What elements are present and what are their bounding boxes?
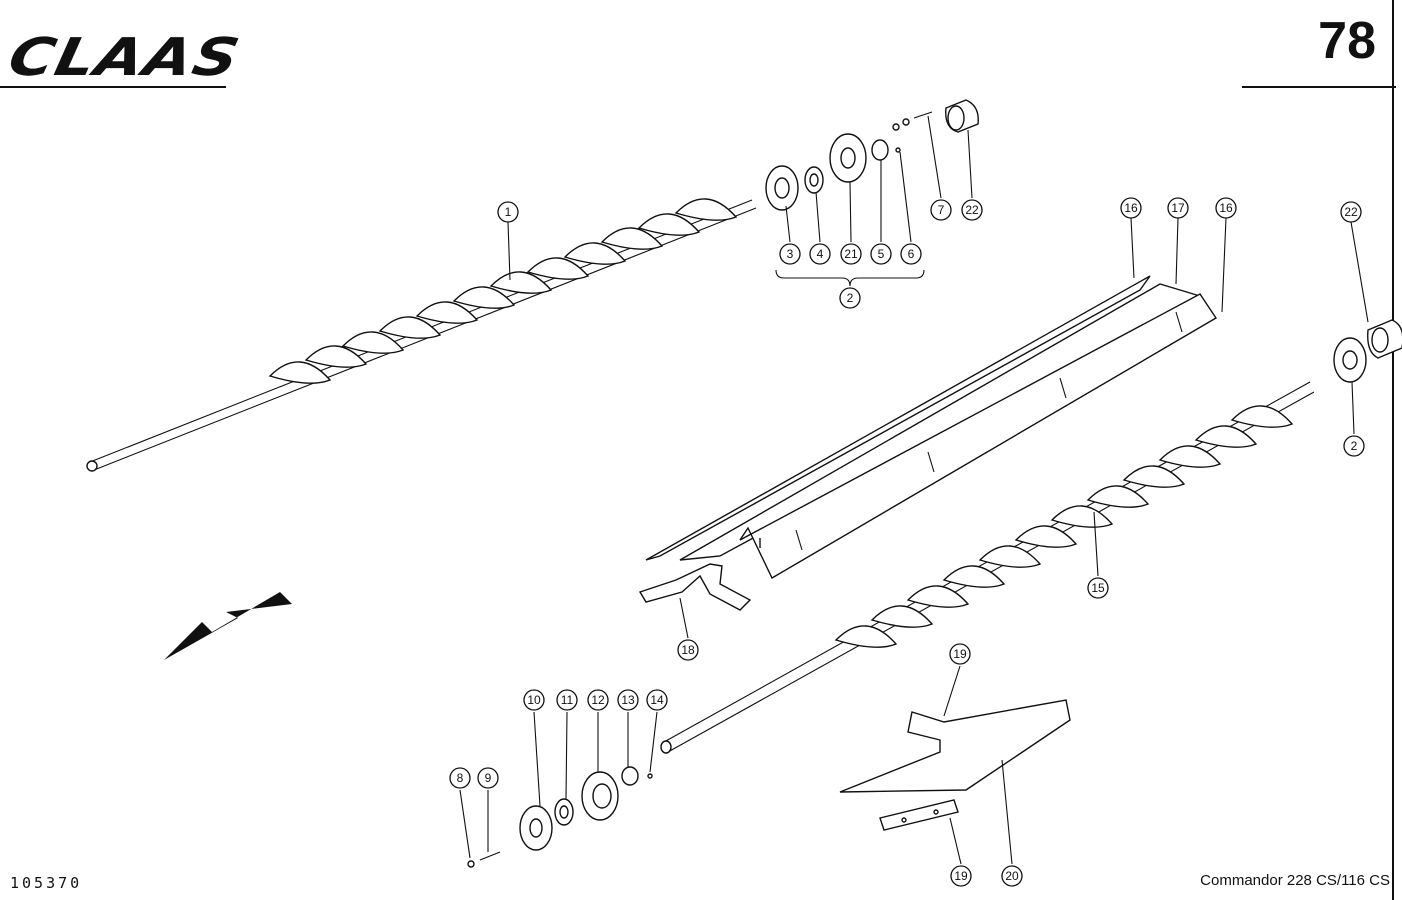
svg-text:20: 20	[1005, 869, 1019, 883]
callout-12: 12	[587, 689, 609, 711]
callout-7: 7	[930, 199, 952, 221]
callout-22-upper: 22	[961, 199, 983, 221]
callout-19-bottom: 19	[950, 865, 972, 887]
svg-text:9: 9	[485, 771, 492, 785]
callout-5: 5	[870, 243, 892, 265]
svg-text:12: 12	[591, 693, 605, 707]
svg-text:6: 6	[908, 247, 915, 261]
callout-6: 6	[900, 243, 922, 265]
callout-2-right: 2	[1343, 435, 1365, 457]
svg-text:7: 7	[938, 203, 945, 217]
header-rule-right	[1242, 86, 1396, 88]
lower-bearing-set	[467, 766, 653, 868]
svg-text:17: 17	[1171, 201, 1185, 215]
trough-assembly	[638, 275, 1217, 611]
callout-21: 21	[840, 243, 862, 265]
svg-text:15: 15	[1091, 581, 1105, 595]
svg-text:19: 19	[953, 647, 967, 661]
svg-text:14: 14	[650, 693, 664, 707]
svg-text:21: 21	[844, 247, 858, 261]
svg-text:16: 16	[1124, 201, 1138, 215]
svg-text:5: 5	[878, 247, 885, 261]
svg-text:19: 19	[954, 869, 968, 883]
callout-8: 8	[449, 767, 471, 789]
callout-22-right: 22	[1340, 201, 1362, 223]
callout-2-upper: 2	[839, 287, 861, 309]
callout-16-left: 16	[1120, 197, 1142, 219]
callout-14: 14	[646, 689, 668, 711]
callout-1: 1	[497, 201, 519, 223]
svg-text:4: 4	[817, 247, 824, 261]
callout-17: 17	[1167, 197, 1189, 219]
svg-text:2: 2	[847, 291, 854, 305]
svg-text:8: 8	[457, 771, 464, 785]
svg-text:22: 22	[1344, 205, 1358, 219]
callout-15: 15	[1087, 577, 1109, 599]
direction-arrow	[164, 592, 292, 660]
svg-text:2: 2	[1351, 439, 1358, 453]
callout-20: 20	[1001, 865, 1023, 887]
drawing-number: 105370	[10, 874, 83, 892]
callout-4: 4	[809, 243, 831, 265]
lower-auger	[660, 381, 1315, 754]
page-number: 78	[1318, 12, 1376, 70]
svg-text:3: 3	[787, 247, 794, 261]
right-bearing-set	[1333, 319, 1402, 383]
svg-text:11: 11	[561, 693, 574, 707]
svg-text:10: 10	[527, 693, 541, 707]
upper-bearing-set	[765, 99, 979, 287]
callout-10: 10	[523, 689, 545, 711]
callout-3: 3	[779, 243, 801, 265]
callout-19-top: 19	[949, 643, 971, 665]
bottom-bracket	[839, 699, 1071, 831]
callout-11: 11	[556, 689, 578, 711]
svg-text:1: 1	[505, 205, 512, 219]
header-rule-left	[0, 86, 226, 88]
svg-text:22: 22	[965, 203, 979, 217]
callout-18: 18	[677, 639, 699, 661]
callout-13: 13	[617, 689, 639, 711]
model-name: Commandor 228 CS/116 CS	[1200, 872, 1390, 889]
svg-text:13: 13	[621, 693, 635, 707]
frame-rule-right	[1392, 0, 1394, 900]
leader-lines	[459, 115, 1369, 865]
upper-auger	[86, 198, 757, 472]
svg-text:16: 16	[1219, 201, 1233, 215]
callout-16-right: 16	[1215, 197, 1237, 219]
svg-text:18: 18	[681, 643, 695, 657]
callout-9: 9	[477, 767, 499, 789]
